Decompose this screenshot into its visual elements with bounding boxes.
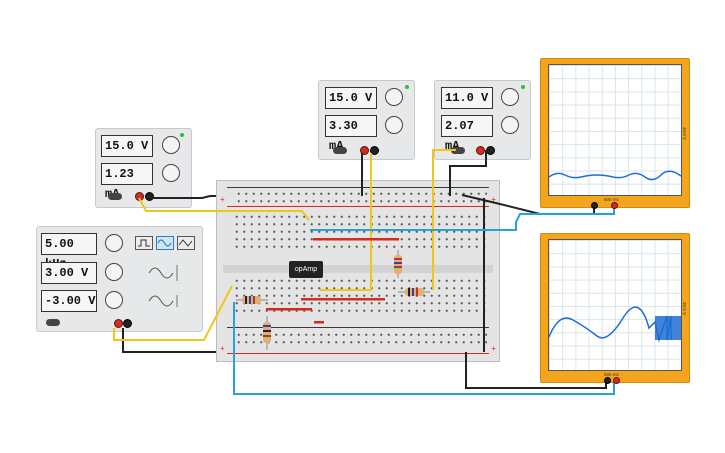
supply3-power-switch[interactable] <box>451 147 465 154</box>
jumper-red-4 <box>314 321 324 324</box>
scope1-probe-terminal[interactable] <box>611 202 618 209</box>
wire-black-supply1-ground <box>148 195 216 199</box>
supply2-negative-terminal[interactable] <box>370 146 379 155</box>
top-terminal-holes[interactable] <box>233 213 489 253</box>
supply2-power-switch[interactable] <box>333 147 347 154</box>
square-wave-button[interactable] <box>135 236 153 250</box>
oscilloscope-2[interactable]: 500 ms 30.0 V <box>540 233 690 384</box>
function-generator[interactable]: 5.00 kHz 3.00 V -3.00 V <box>36 226 203 332</box>
supply3-positive-terminal[interactable] <box>476 146 485 155</box>
square-wave-icon <box>138 239 150 247</box>
top-right-plus-label: + <box>491 195 496 204</box>
scope1-volt-label: 40.0 V <box>682 127 687 141</box>
wire-yellow-supply1-positive <box>138 197 310 221</box>
scope1-time-label: 500 ms <box>604 197 619 202</box>
center-trough <box>223 265 493 273</box>
offset-display: -3.00 V <box>41 290 97 312</box>
supply2-positive-terminal[interactable] <box>360 146 369 155</box>
bottom-right-plus-label: + <box>491 344 496 353</box>
supply3-voltage-knob[interactable] <box>501 88 519 106</box>
supply2-voltage-knob[interactable] <box>385 88 403 106</box>
supply3-current-display: 2.07 mA <box>441 115 493 153</box>
top-left-plus-label: + <box>220 195 225 204</box>
supply3-voltage-display: 11.0 V <box>441 87 493 109</box>
scope1-trace <box>548 170 682 181</box>
supply1-voltage-display: 15.0 V <box>101 135 153 157</box>
offset-sine-icon <box>148 295 178 307</box>
triangle-wave-button[interactable] <box>177 236 195 250</box>
power-supply-2[interactable]: 15.0 V 3.30 mA <box>318 80 415 160</box>
supply2-power-led <box>405 85 409 89</box>
wire-blue-scope2-probe <box>233 302 615 395</box>
scope2-time-label: 500 ms <box>604 372 619 377</box>
frequency-display: 5.00 kHz <box>41 233 97 271</box>
supply2-voltage-display: 15.0 V <box>325 87 377 109</box>
resistor-1 <box>236 296 268 304</box>
fg-power-switch[interactable] <box>46 319 60 326</box>
supply1-power-led <box>180 133 184 137</box>
triangle-wave-icon <box>178 239 193 247</box>
bottom-rail-holes[interactable] <box>235 331 487 346</box>
jumper-red-2 <box>301 298 385 301</box>
offset-knob[interactable] <box>105 291 123 309</box>
wire-black-supply3-ground <box>449 150 487 196</box>
sine-wave-icon <box>157 239 172 247</box>
scope2-trace <box>548 306 681 343</box>
scope2-screen <box>548 239 682 371</box>
power-supply-3[interactable]: 11.0 V 2.07 mA <box>434 80 531 160</box>
opamp-chip[interactable]: opAmp <box>289 261 323 278</box>
scope1-ground-terminal[interactable] <box>591 202 598 209</box>
amplitude-sine-icon <box>148 265 178 281</box>
amplitude-knob[interactable] <box>105 263 123 281</box>
wire-black-fg-ground <box>122 328 216 353</box>
supply3-power-led <box>521 85 525 89</box>
supply1-negative-terminal[interactable] <box>145 192 154 201</box>
wire-black-scope2-ground <box>465 352 607 389</box>
scope2-volt-label: 30.0 V <box>682 302 687 316</box>
bottom-left-plus-label: + <box>220 344 225 353</box>
scope2-ground-terminal[interactable] <box>604 377 611 384</box>
bottom-rail-negative-line <box>227 327 489 328</box>
supply1-current-knob[interactable] <box>162 164 180 182</box>
resistor-4 <box>398 288 430 296</box>
scope1-screen <box>548 64 682 196</box>
resistor-2 <box>263 316 271 350</box>
frequency-knob[interactable] <box>105 234 123 252</box>
fg-positive-terminal[interactable] <box>114 319 123 328</box>
supply1-voltage-knob[interactable] <box>162 136 180 154</box>
top-rail-holes[interactable] <box>235 190 487 205</box>
fg-negative-terminal[interactable] <box>123 319 132 328</box>
wire-yellow-supply2-positive <box>320 153 372 291</box>
bottom-rail-positive-line <box>227 353 489 354</box>
top-rail-positive-line <box>227 206 489 207</box>
wire-yellow-fg-signal <box>113 285 233 341</box>
opamp-label: opAmp <box>294 266 318 273</box>
wire-yellow-supply3-positive <box>432 149 456 290</box>
supply2-current-knob[interactable] <box>385 116 403 134</box>
amplitude-display: 3.00 V <box>41 262 97 284</box>
scope2-probe-terminal[interactable] <box>613 377 620 384</box>
jumper-red-3 <box>266 308 312 311</box>
supply2-current-display: 3.30 mA <box>325 115 377 153</box>
power-supply-1[interactable]: 15.0 V 1.23 mA <box>95 128 192 208</box>
jumper-red-1 <box>313 238 399 241</box>
oscilloscope-1[interactable]: 500 ms 40.0 V <box>540 58 690 209</box>
supply3-current-knob[interactable] <box>501 116 519 134</box>
sine-wave-button[interactable] <box>156 236 174 250</box>
top-rail-negative-line <box>227 187 489 188</box>
wire-blue-scope1-probe <box>310 207 615 231</box>
resistor-3 <box>394 250 402 278</box>
supply1-power-switch[interactable] <box>108 193 122 200</box>
